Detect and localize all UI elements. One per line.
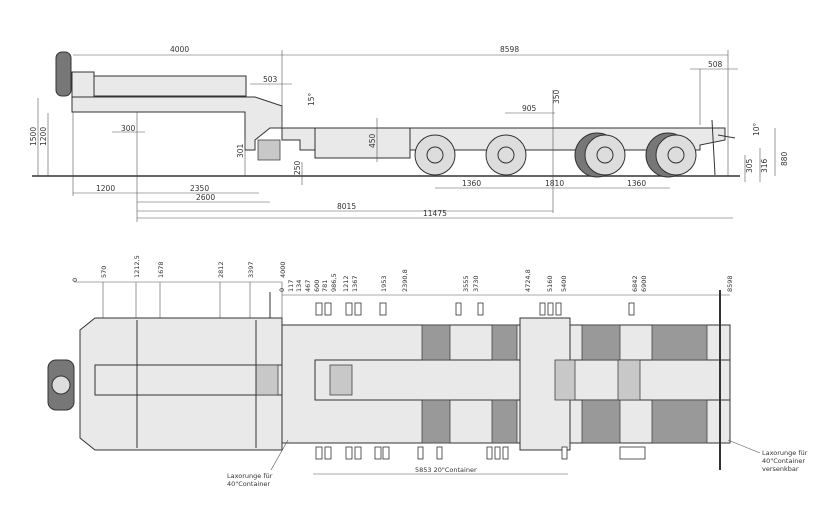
dim-label: 8598	[726, 275, 734, 292]
dim-label: 5400	[560, 275, 568, 292]
dim-label: 10°	[752, 122, 761, 136]
dim-label: 508	[708, 60, 723, 69]
dim-label: 781	[321, 280, 329, 292]
dim-label: 8015	[337, 202, 356, 211]
dim-label: 503	[263, 75, 278, 84]
dim-label: 450	[368, 133, 377, 148]
dim-label: 2600	[196, 193, 215, 202]
dim-label: 1367	[351, 275, 359, 292]
dim-label: 250	[293, 160, 302, 175]
dim-label: 1200	[39, 127, 48, 146]
dim-label: 1360	[462, 179, 481, 188]
dim-label: 6900	[640, 275, 648, 292]
dim-label: 2350	[190, 184, 209, 193]
wheel-icon	[485, 134, 527, 176]
top-view: 0 570 1212,5 1678 2812 3397 4000 0 117 1…	[47, 255, 808, 488]
dim-label: 1212,5	[133, 255, 141, 278]
dim-label: 3555	[462, 275, 470, 292]
frame-box	[314, 127, 411, 159]
side-view: 4000 8598 503 15° 508 905 350 10° 1500 1…	[29, 45, 789, 222]
top-dimension-row1: 0 570 1212,5 1678 2812 3397 4000	[71, 255, 287, 282]
spare-wheel-icon	[55, 51, 72, 97]
deck-plate	[421, 399, 451, 444]
dim-label: 0	[71, 278, 79, 282]
container-dimension-label: 5853 20"Container	[415, 466, 477, 474]
gooseneck-rail	[93, 75, 247, 97]
dim-label: 3397	[247, 261, 255, 278]
dim-label: 117	[287, 280, 295, 292]
dim-label: 1953	[380, 275, 388, 292]
dim-label: 8598	[500, 45, 519, 54]
top-dimension-row2: 0 117 134 467 600 781 986,5 1212 1367 19…	[278, 269, 734, 292]
dim-label: 0	[278, 288, 286, 292]
dim-label: 1810	[545, 179, 564, 188]
dim-label: 467	[304, 280, 312, 292]
note-left-line2: 40"Container	[227, 480, 270, 488]
gooseneck-center-beam	[94, 364, 283, 396]
axle-wheels	[414, 132, 697, 178]
dim-label: 11475	[423, 209, 447, 218]
dim-label: 305	[745, 158, 754, 173]
dim-label: 2812	[217, 261, 225, 278]
note-right-line1: Laxorunge für	[762, 449, 808, 457]
dim-label: 3730	[472, 275, 480, 292]
rear-bumper	[711, 119, 736, 176]
dim-label: 570	[100, 266, 108, 278]
dim-label: 1360	[627, 179, 646, 188]
note-right-line3: versenkbar	[762, 465, 799, 473]
dim-label: 301	[236, 143, 245, 158]
dim-label: 600	[313, 280, 321, 292]
side-dimension-lines	[37, 50, 776, 222]
dim-label: 986,5	[330, 273, 338, 292]
twist-lock-lugs	[315, 302, 646, 460]
side-dimension-labels: 4000 8598 503 15° 508 905 350 10° 1500 1…	[29, 45, 789, 218]
dim-label: 350	[552, 89, 561, 104]
dim-label: 905	[522, 104, 537, 113]
dim-label: 1500	[29, 127, 38, 146]
dim-label: 4000	[279, 261, 287, 278]
dim-label: 2390,8	[401, 269, 409, 292]
dim-label: 4724,8	[524, 269, 532, 292]
kingpin-support	[257, 139, 281, 161]
dim-label: 880	[780, 151, 789, 166]
gooseneck-deck	[71, 96, 283, 151]
dim-label: 4000	[170, 45, 189, 54]
dim-label: 5160	[546, 275, 554, 292]
wheel-icon	[414, 134, 456, 176]
dim-label: 6842	[631, 275, 639, 292]
note-right-line2: 40"Container	[762, 457, 805, 465]
dim-label: 300	[121, 124, 136, 133]
dim-label: 134	[295, 280, 303, 292]
deck-plate	[421, 324, 451, 361]
dim-label: 1200	[96, 184, 115, 193]
note-left-line1: Laxorunge für	[227, 472, 273, 480]
dim-label: 316	[760, 158, 769, 173]
dim-label: 15°	[307, 92, 316, 106]
dim-label: 1678	[157, 261, 165, 278]
dim-label: 1212	[342, 275, 350, 292]
